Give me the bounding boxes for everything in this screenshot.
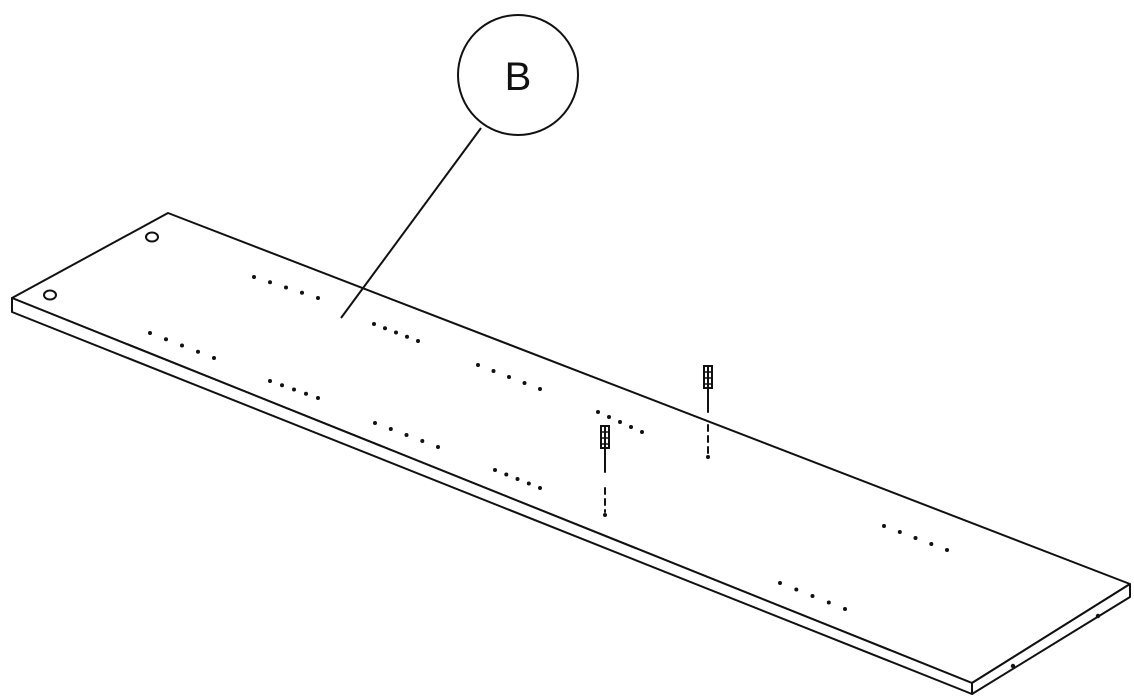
part-callout: B — [340, 14, 579, 319]
callout-label: B — [505, 55, 532, 99]
callout-leader-line — [340, 127, 482, 319]
callout-circle — [457, 14, 579, 136]
pin-hole — [843, 607, 847, 611]
pin-hole — [316, 396, 320, 400]
pin-hole-rows — [148, 275, 949, 611]
pin-hole — [913, 536, 918, 540]
edge-holes — [1010, 613, 1101, 669]
pin-hole — [882, 524, 886, 528]
panel-top-face — [11, 212, 1131, 684]
pin-hole — [491, 369, 496, 373]
pin-hole — [493, 468, 497, 472]
pin-hole — [372, 322, 376, 326]
pin-hole — [640, 430, 644, 434]
pin-hole — [778, 581, 782, 585]
pin-hole — [416, 339, 420, 343]
pin-hole — [383, 326, 387, 331]
pin-hole — [304, 391, 308, 396]
cam-hole — [145, 231, 159, 243]
dowel-pin-right — [703, 365, 713, 459]
pin-hole — [292, 387, 296, 392]
pin-hole — [538, 486, 542, 490]
pin-hole — [526, 481, 531, 486]
pin-hole — [268, 280, 272, 285]
pin-hole — [504, 472, 509, 477]
pin-hole — [607, 415, 611, 419]
pin-hole — [280, 383, 284, 388]
pin-hole — [284, 285, 288, 290]
dowel-pins — [600, 365, 713, 517]
pin-hole — [538, 387, 542, 391]
pin-hole — [180, 343, 184, 348]
pin-hole — [268, 379, 272, 383]
pin-hole — [148, 331, 152, 335]
pin-hole — [300, 290, 304, 295]
pin-hole — [826, 600, 831, 605]
pin-hole — [596, 410, 600, 414]
pin-hole — [394, 330, 398, 335]
pin-hole — [515, 477, 520, 481]
pin-hole — [404, 433, 409, 437]
pin-hole — [420, 439, 425, 443]
pin-hole — [929, 542, 934, 546]
pin-hole — [810, 594, 815, 598]
cam-holes — [43, 231, 159, 301]
pin-hole — [405, 334, 409, 339]
pin-hole — [897, 530, 902, 534]
pin-hole — [316, 296, 320, 300]
pin-hole — [522, 381, 527, 385]
pin-hole — [212, 356, 216, 360]
cam-hole — [43, 289, 57, 301]
edge-hole — [1010, 663, 1016, 669]
pin-hole — [794, 587, 799, 592]
pin-hole — [164, 337, 168, 342]
edge-hole — [1095, 613, 1101, 619]
pin-hole — [476, 363, 480, 367]
pin-hole — [945, 548, 949, 552]
pin-hole — [507, 375, 511, 379]
pin-hole — [618, 420, 622, 424]
dowel-pin-left — [600, 425, 610, 517]
shelf-panel — [11, 212, 1131, 695]
pin-hole — [436, 445, 440, 449]
pin-hole — [373, 421, 377, 425]
pin-hole — [629, 425, 633, 429]
pin-hole — [252, 275, 256, 279]
pin-hole — [388, 427, 393, 431]
pin-hole — [196, 349, 200, 354]
